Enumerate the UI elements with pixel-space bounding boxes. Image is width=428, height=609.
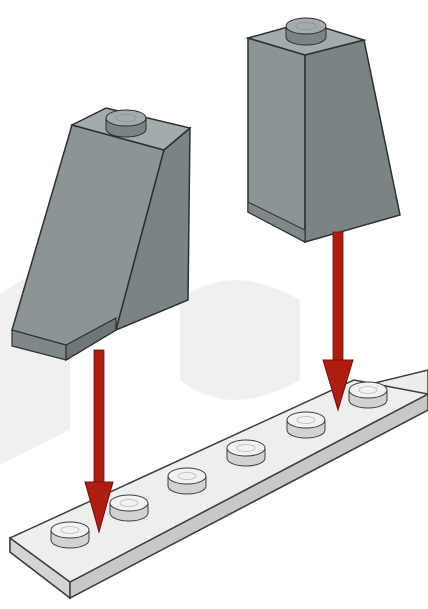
slope-brick-stud (106, 110, 146, 137)
plate-stud (227, 440, 265, 466)
base-plate (10, 370, 428, 598)
plate-stud (168, 468, 206, 494)
plate-stud (287, 412, 325, 438)
slope-brick-right (248, 18, 400, 242)
plate-stud (110, 495, 148, 521)
plate-stud (349, 382, 387, 408)
slope-brick-left (12, 108, 190, 360)
plate-stud (51, 522, 89, 548)
slope-brick-stud (286, 18, 326, 45)
